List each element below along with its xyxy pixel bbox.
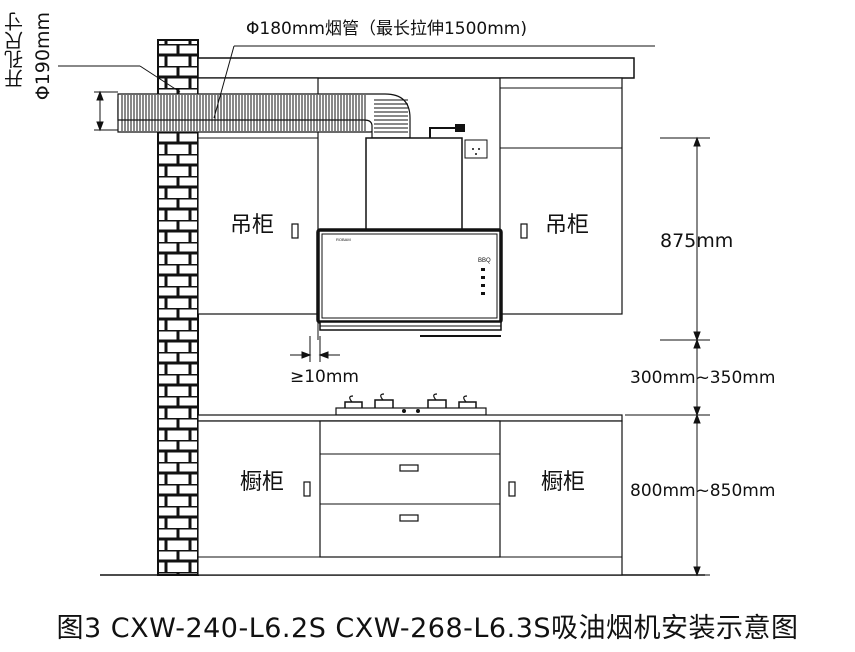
- wall-cabinet-right: [499, 77, 623, 315]
- ceiling-board: [197, 57, 635, 79]
- drawer-handle: [399, 464, 419, 472]
- wall-cabinet-right-label: 吊柜: [545, 213, 590, 238]
- hole-size-dimension: [94, 90, 118, 132]
- range-hood: [316, 228, 503, 337]
- dim-base-label: 800mm~850mm: [630, 481, 776, 501]
- hole-size-title-label: 开孔尺寸: [4, 12, 26, 88]
- cabinet-door-handle: [291, 223, 299, 239]
- base-cabinet-right-label: 橱柜: [541, 470, 586, 495]
- figure-caption: 图3 CXW-240-L6.2S CXW-268-L6.3S吸油烟机安装示意图: [56, 613, 799, 644]
- min-clearance-label: ≥10mm: [290, 367, 359, 387]
- hole-size-leader: [58, 65, 181, 93]
- base-cabinets: [197, 420, 623, 576]
- hole-size-value-label: Φ190mm: [32, 12, 54, 101]
- height-dimension-chain: [625, 136, 710, 577]
- dim-gap-label: 300mm~350mm: [630, 368, 776, 388]
- countertop: [197, 414, 623, 422]
- cabinet-door-handle: [520, 223, 528, 239]
- panel-logo-text: BBQ: [478, 258, 491, 264]
- duct-note-leader: [213, 45, 655, 119]
- duct-note-label: Φ180mm烟管（最长拉伸1500mm): [246, 19, 527, 39]
- gas-stove: [335, 393, 487, 416]
- cabinet-door-handle: [508, 481, 516, 497]
- hood-chimney: [365, 124, 465, 233]
- hood-control-panel: BBQ: [478, 258, 491, 295]
- dim-upper-label: 875mm: [660, 230, 734, 252]
- wall-cabinet-left-label: 吊柜: [230, 213, 275, 238]
- base-cabinet-left-label: 橱柜: [240, 470, 285, 495]
- clearance-dimension: [290, 336, 340, 362]
- hood-brand-text: ROBAM: [336, 237, 351, 242]
- flexible-duct: [117, 93, 411, 139]
- power-socket: [464, 139, 488, 159]
- drawer-handle: [399, 514, 419, 522]
- cabinet-door-handle: [303, 481, 311, 497]
